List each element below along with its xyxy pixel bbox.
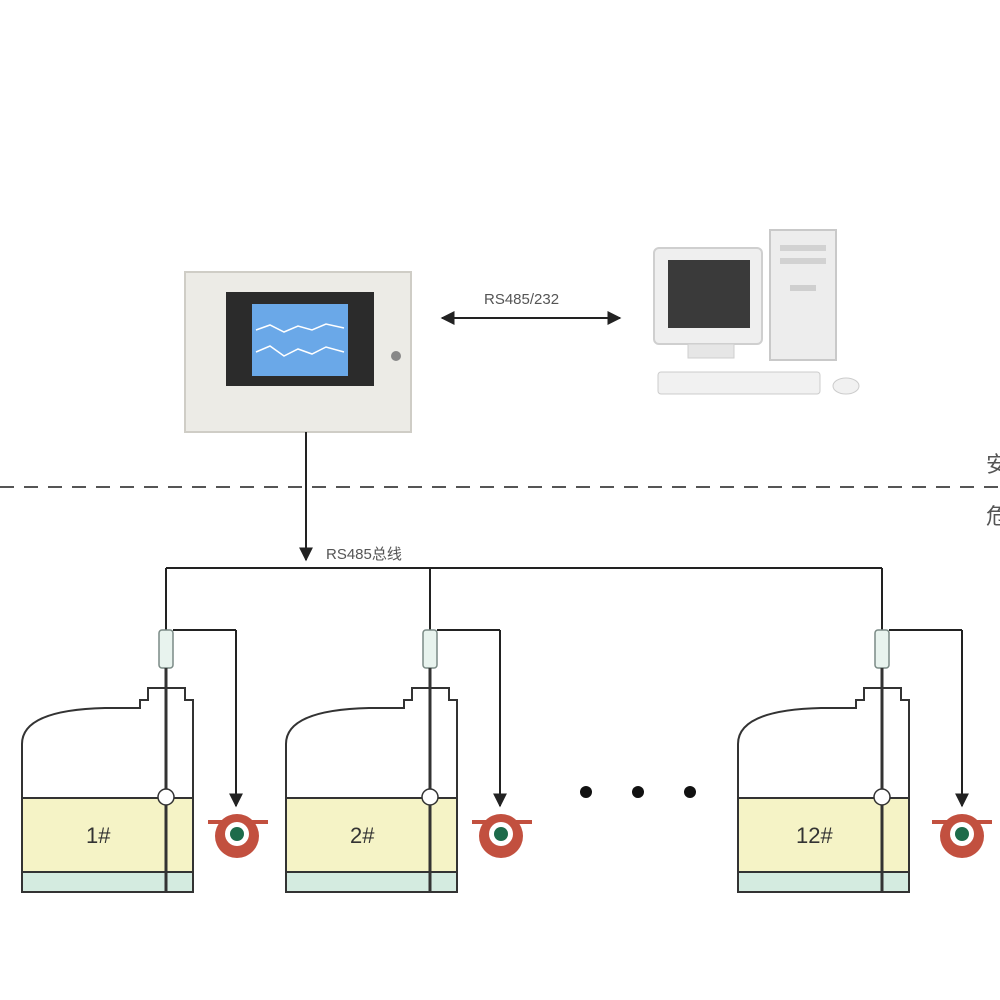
computer bbox=[653, 229, 860, 395]
screen-trend-line-1 bbox=[255, 323, 345, 333]
tank-liquid bbox=[287, 798, 456, 872]
controller-cabinet bbox=[184, 271, 412, 433]
gas-detector-icon bbox=[472, 814, 532, 858]
pc-link-label: RS485/232 bbox=[484, 291, 559, 308]
bus-label: RS485总线 bbox=[326, 546, 402, 563]
tank-liquid bbox=[23, 798, 192, 872]
controller-knob bbox=[391, 351, 401, 361]
tank-unit-12: 12# bbox=[737, 568, 992, 893]
probe-float bbox=[421, 788, 439, 806]
tank-sump bbox=[287, 872, 456, 891]
tank-label: 1# bbox=[86, 823, 111, 848]
tank-unit-2: 2# bbox=[285, 568, 532, 893]
probe-float bbox=[873, 788, 891, 806]
probe-float bbox=[157, 788, 175, 806]
ellipsis-dot bbox=[684, 786, 696, 798]
level-transmitter bbox=[874, 629, 890, 669]
keyboard bbox=[657, 371, 821, 395]
tank-label: 2# bbox=[350, 823, 375, 848]
lower-zone-char: 危 bbox=[986, 504, 1000, 529]
monitor bbox=[653, 247, 763, 359]
screen-trend-line-2 bbox=[255, 345, 345, 357]
level-transmitter bbox=[422, 629, 438, 669]
gas-detector-icon bbox=[932, 814, 992, 858]
tank-sump bbox=[23, 872, 192, 891]
controller-screen bbox=[252, 304, 348, 376]
gas-detector-icon bbox=[208, 814, 268, 858]
tank-unit-1: 1# bbox=[21, 568, 268, 893]
ellipsis-dot bbox=[580, 786, 592, 798]
ellipsis-dot bbox=[632, 786, 644, 798]
mouse bbox=[832, 377, 860, 395]
upper-zone-char: 安 bbox=[986, 452, 1000, 477]
tank-liquid bbox=[739, 798, 908, 872]
level-transmitter bbox=[158, 629, 174, 669]
tank-sump bbox=[739, 872, 908, 891]
tank-label: 12# bbox=[796, 823, 833, 848]
pc-tower bbox=[769, 229, 837, 361]
